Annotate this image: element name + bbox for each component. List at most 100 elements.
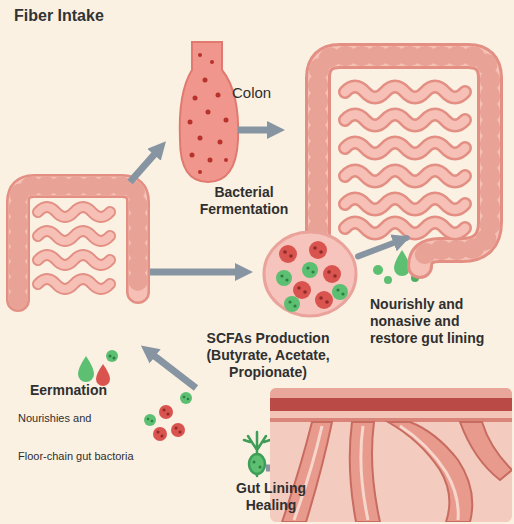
- small-intestine: [18, 186, 138, 300]
- healing-label: Gut Lining Healing: [230, 480, 312, 514]
- fermentation-circle-shape: [262, 230, 358, 318]
- gut-bacteria: [157, 431, 160, 434]
- fermentation-circle-shape: [303, 290, 307, 294]
- fiber-tube: [206, 110, 211, 115]
- small-intestine: [38, 207, 110, 289]
- fermentation-circle-shape: [341, 292, 344, 295]
- colon-node-shape: [345, 87, 465, 98]
- colon-node-shape: [318, 56, 490, 266]
- gut-bacteria: [163, 409, 166, 412]
- fermentation-circle-shape: [285, 278, 288, 281]
- small-intestine: [38, 279, 110, 289]
- colon-node-shape: [318, 56, 490, 266]
- gut-lining: [361, 426, 368, 520]
- flow-arrow: [238, 127, 276, 134]
- colon-node-shape: [345, 87, 465, 98]
- fermentation-circle-shape: [313, 246, 317, 250]
- gut-bacteria: [161, 435, 164, 438]
- fermentation-circle-shape: [288, 300, 291, 303]
- fermentation-circle-shape: [283, 250, 287, 254]
- colon-node-shape: [345, 171, 465, 182]
- fiber-tube: [198, 136, 203, 141]
- fiber-tube: [198, 170, 202, 174]
- colon-node-shape: [290, 38, 502, 238]
- fermentation-circle-shape: [297, 286, 301, 290]
- gut-bacteria: [187, 398, 190, 401]
- fiber-tube: [203, 78, 208, 83]
- healing-icon: [244, 432, 270, 476]
- colon-node-shape: [345, 171, 465, 182]
- step-label: Eermnation: [30, 382, 140, 399]
- fermentation-circle-shape: [323, 265, 341, 283]
- flow-arrow: [130, 148, 160, 182]
- fiber-tube: [224, 158, 228, 162]
- gut-lining: [270, 398, 512, 411]
- fiber-tube: [224, 118, 229, 123]
- gut-bacteria: [147, 396, 190, 423]
- colon-node-shape: [345, 115, 465, 126]
- node-text: Colon: [232, 84, 288, 102]
- gut-bacteria: [157, 409, 182, 438]
- colon-node-shape: [345, 143, 465, 154]
- fermentation-circle-shape: [327, 270, 331, 274]
- fermentation-circle: Bacterial Fermentation: [262, 230, 358, 318]
- small-intestine: [38, 279, 110, 289]
- flow-connector: [358, 238, 407, 256]
- gut-lining: [270, 388, 512, 522]
- gut-lining: [400, 426, 458, 520]
- note-label: Nourishies and: [18, 412, 138, 425]
- fermentation-circle-shape: [293, 281, 311, 299]
- gut-bacteria: [144, 414, 156, 426]
- gut-lining: [294, 426, 322, 520]
- fermentation-circle-shape: [309, 241, 327, 259]
- fermentation-circle-shape: [306, 266, 309, 269]
- fermentation-circle-shape: [311, 270, 314, 273]
- fermentation-circle-shape: [336, 288, 339, 291]
- colon-node-shape: [345, 199, 465, 210]
- fiber-tube: [208, 158, 213, 163]
- small-intestine: [38, 231, 110, 241]
- scfa-droplet: [78, 356, 94, 382]
- healing-icon: [249, 454, 265, 474]
- scfa-droplet: [384, 276, 392, 284]
- fiber-tube: [190, 153, 195, 158]
- fermentation-circle-shape: [284, 296, 300, 312]
- scfa-label: SCFAs Production (Butyrate, Acetate, Pro…: [188, 330, 348, 380]
- small-intestine: [18, 186, 138, 300]
- scfa-droplet: [373, 265, 383, 275]
- scfa-droplet: [113, 357, 116, 360]
- colon-node-shape: [345, 223, 465, 234]
- colon-node-shape: [345, 223, 465, 234]
- small-intestine: [38, 255, 110, 265]
- scfa-droplet: [78, 350, 118, 386]
- fiber-tube: [218, 140, 223, 145]
- fermentation-circle-shape: [302, 262, 318, 278]
- small-intestine: [18, 186, 138, 300]
- fiber-tube: [210, 60, 214, 64]
- small-intestine: [38, 207, 110, 217]
- fiber-tube: [188, 120, 193, 125]
- fermentation-circle-shape: [332, 284, 348, 300]
- fiber-tube: [188, 53, 229, 174]
- healing-icon: [244, 432, 270, 476]
- gut-lining: [270, 411, 512, 418]
- gut-lining: [388, 422, 472, 522]
- small-intestine: [38, 255, 110, 265]
- scfa-droplet: [109, 355, 112, 358]
- fiber-tube: [193, 96, 198, 101]
- colon-node-shape: [345, 143, 465, 154]
- gut-bacteria: [147, 418, 150, 421]
- gut-lining: [460, 422, 512, 480]
- gut-bacteria: [179, 431, 182, 434]
- node-text: Bacterial Fermentation: [188, 184, 300, 218]
- colon-node-shape: [345, 199, 465, 210]
- gut-lining: [270, 388, 512, 398]
- flow-arrow: [148, 351, 196, 388]
- gut-lining: [270, 388, 512, 522]
- fermentation-circle-shape: [280, 274, 283, 277]
- fermentation-circle-shape: [279, 245, 297, 263]
- healing-icon: [259, 466, 262, 469]
- fermentation-circle-shape: [315, 291, 333, 309]
- fermentation-circle-shape: [333, 274, 337, 278]
